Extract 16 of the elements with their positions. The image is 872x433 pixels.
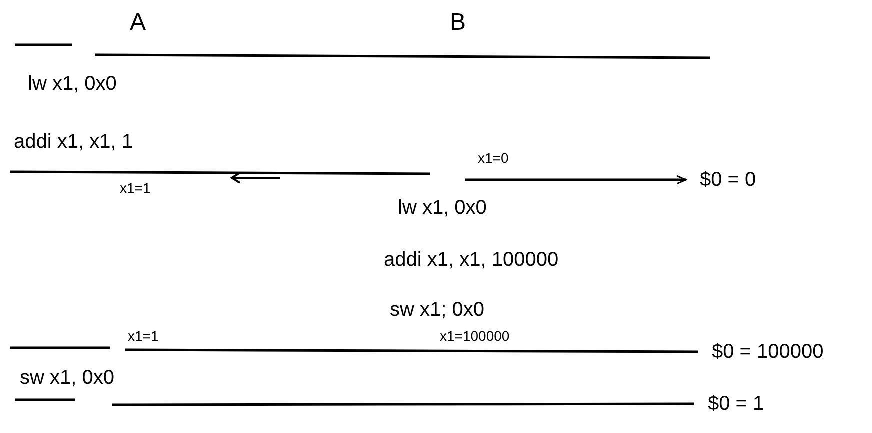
result-text: $0 = 1 (708, 390, 764, 418)
handwritten-text: sw x1; 0x0 (390, 298, 484, 323)
handwritten-text: x1=1 (128, 328, 159, 346)
arrow (465, 175, 687, 185)
handwritten-text: x1=100000 (440, 328, 510, 346)
handwritten-text: B (450, 8, 466, 38)
result-text: $0 = 0 (700, 166, 756, 194)
handwritten-text: lw x1, 0x0 (28, 72, 117, 97)
handwritten-text: addi x1, x1, 1 (14, 130, 133, 155)
handwritten-text: x1=1 (120, 180, 151, 198)
handwritten-text: addi x1, x1, 100000 (384, 248, 559, 273)
handwritten-text: sw x1, 0x0 (20, 366, 114, 391)
handwritten-text: x1=0 (478, 150, 509, 168)
handwritten-text: A (130, 8, 146, 38)
handwritten-text: lw x1, 0x0 (398, 196, 487, 221)
result-text: $0 = 100000 (712, 338, 824, 366)
